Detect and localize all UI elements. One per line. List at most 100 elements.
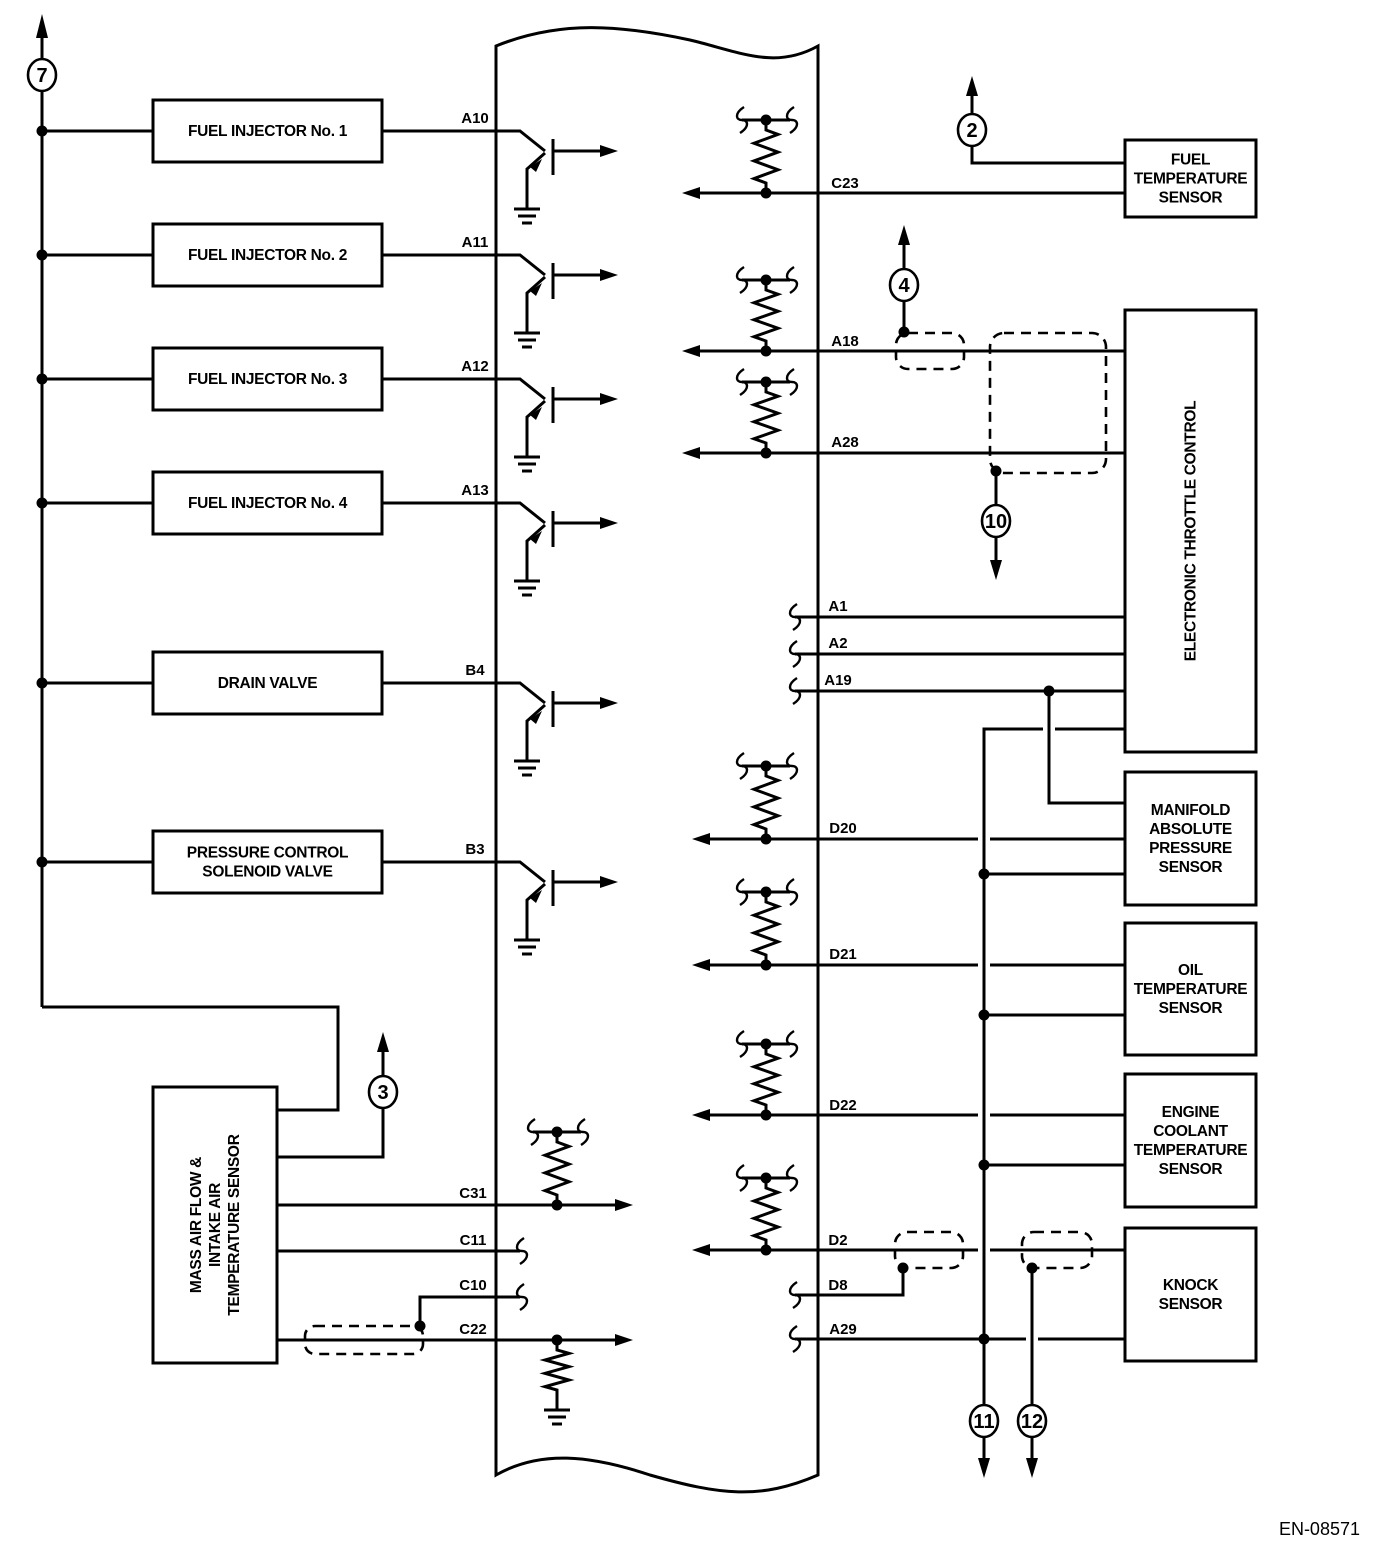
component-box: [1123, 770, 1258, 907]
arrow-left-icon: [600, 145, 618, 157]
connector-4: 4: [888, 267, 920, 303]
connector-label: 11: [973, 1411, 994, 1433]
connector-label: 2: [966, 120, 977, 142]
resistor-icon: [749, 120, 783, 193]
terminal-label: B4: [465, 662, 485, 679]
emitter-arrow-icon: [530, 890, 542, 903]
component-box: [151, 1085, 279, 1365]
terminal-label: D20: [829, 820, 857, 837]
connector-circle: [1016, 1403, 1048, 1439]
pullup-resistor: [735, 105, 799, 199]
component-box: [1123, 138, 1258, 219]
component-box: [1123, 1226, 1258, 1363]
transistor-icon: [382, 860, 618, 956]
connector-circle: [888, 267, 920, 303]
component-label-line: FUEL INJECTOR No. 4: [188, 495, 348, 512]
connector-7: 7: [26, 57, 58, 93]
ground-icon: [514, 579, 540, 597]
wire-break-icon: [526, 1117, 540, 1147]
wire-break-icon: [735, 265, 749, 295]
wire-break-icon: [785, 751, 799, 781]
wire: [1047, 691, 1125, 805]
terminal-label: D21: [829, 946, 857, 963]
ground-icon: [544, 1408, 570, 1426]
pullup-resistor: [735, 877, 799, 971]
component-box: [1123, 308, 1258, 754]
connector-10: 10: [980, 503, 1012, 539]
component-box: [151, 829, 384, 895]
collector-wire: [382, 860, 546, 884]
junction-dot: [760, 345, 772, 357]
component-label-line: MANIFOLD: [1151, 802, 1230, 819]
terminal-label: B3: [465, 841, 484, 858]
terminal-label: D22: [829, 1097, 857, 1114]
wire-break-icon: [785, 1163, 799, 1193]
figure-code: EN-08571: [1279, 1519, 1360, 1539]
resistor-icon: [749, 1044, 783, 1115]
wire-break-icon: [735, 1163, 749, 1193]
wire-break-icon: [788, 1324, 802, 1354]
arrow-right-icon: [615, 1334, 633, 1346]
resistor-zigzag: [749, 280, 783, 351]
connector-3: 3: [367, 1074, 399, 1110]
terminal-label: A29: [829, 1321, 857, 1338]
arrow-left-icon: [682, 187, 700, 199]
component-label-line: TEMPERATURE: [1134, 981, 1248, 998]
electronic-throttle-control: ELECTRONIC THROTTLE CONTROLA18A28410A1A2…: [682, 225, 1258, 1478]
wire-break-icon: [735, 1029, 749, 1059]
wire: [982, 727, 1043, 1460]
junction-dot: [551, 1199, 563, 1211]
arrow-left-icon: [682, 345, 700, 357]
component-label-line: TEMPERATURE: [1134, 171, 1248, 188]
transistor-icon: [382, 681, 618, 777]
emitter-wire: [525, 275, 546, 333]
junction-dot: [414, 1320, 426, 1332]
wire: [970, 95, 1125, 165]
wire-break-icon: [788, 602, 802, 632]
component-label-line: FUEL: [1171, 152, 1210, 169]
junction-dot: [760, 187, 772, 199]
wire-break-icon: [515, 1236, 529, 1266]
collector-wire: [382, 253, 546, 277]
arrow-left-icon: [600, 269, 618, 281]
terminal-label: C10: [459, 1277, 487, 1294]
arrow-up-icon: [377, 1032, 389, 1052]
collector-wire: [382, 129, 546, 153]
ground-icon: [514, 759, 540, 777]
connector-circle: [968, 1403, 1000, 1439]
terminal-label: C23: [831, 175, 859, 192]
transistor-icon: [382, 501, 618, 597]
emitter-arrow-icon: [530, 407, 542, 420]
component-label-line: TEMPERATURE SENSOR: [226, 1134, 243, 1315]
ground-icon: [514, 938, 540, 956]
arrow-down-icon: [990, 560, 1002, 580]
connector-11: 11: [968, 1403, 1000, 1439]
terminal-label: D2: [828, 1232, 847, 1249]
emitter-wire: [525, 399, 546, 457]
connector-label: 10: [985, 511, 1007, 533]
component-label-line: OIL: [1178, 962, 1203, 979]
connector-circle: [367, 1074, 399, 1110]
resistor-zigzag: [539, 1340, 575, 1400]
ground-icon: [514, 331, 540, 349]
emitter-wire: [525, 882, 546, 940]
junction-dot: [760, 959, 772, 971]
component-label-line: KNOCK: [1163, 1277, 1219, 1294]
component-label-line: INTAKE AIR: [207, 1183, 224, 1267]
shield-icon: [894, 331, 966, 371]
component-label-line: SENSOR: [1159, 1161, 1223, 1178]
component-label-line: COOLANT: [1153, 1123, 1228, 1140]
arrow-left-icon: [600, 393, 618, 405]
component-label-line: MASS AIR FLOW &: [188, 1157, 205, 1293]
junction-dot: [978, 1333, 990, 1345]
